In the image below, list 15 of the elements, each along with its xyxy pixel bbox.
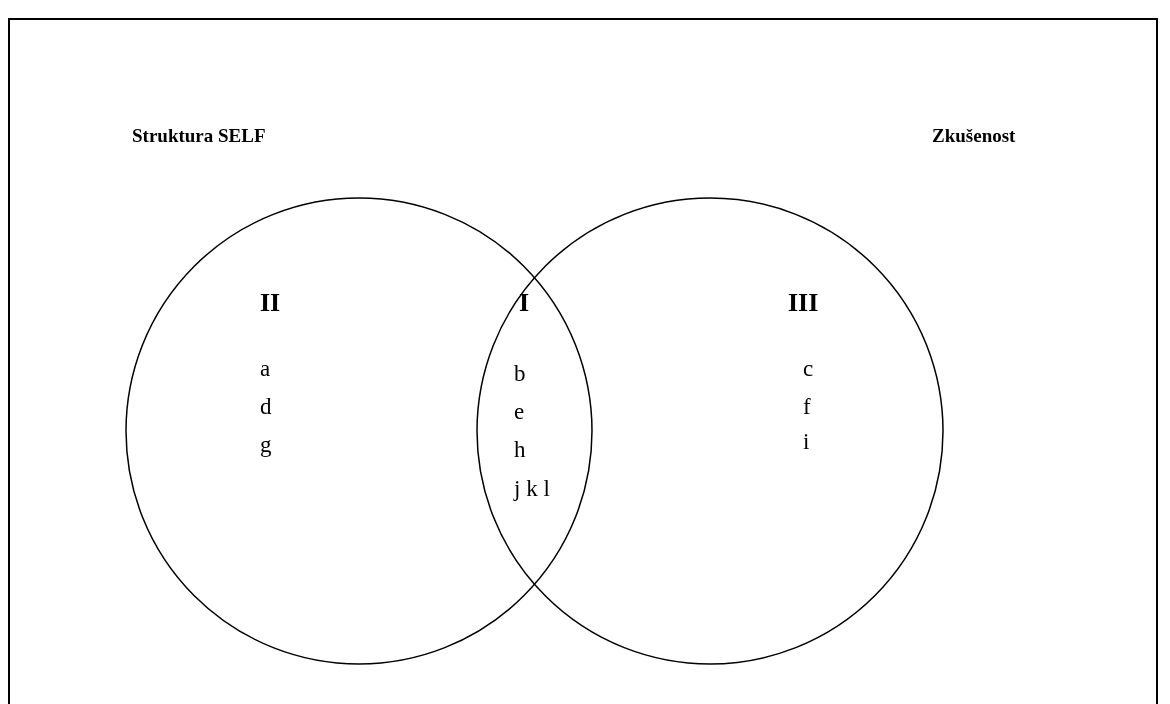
item-letter: g <box>260 433 272 456</box>
region-numeral: III <box>788 290 819 316</box>
item-letter: d <box>260 395 272 418</box>
item-letter: i <box>803 430 810 453</box>
item-letter: j k l <box>514 477 550 500</box>
region-numeral: I <box>519 290 530 316</box>
item-letter: a <box>260 357 271 380</box>
item-letter: f <box>803 395 811 418</box>
item-letter: b <box>514 362 526 385</box>
item-letter: c <box>803 357 814 380</box>
region-numeral: II <box>260 290 281 316</box>
set-heading: Zkušenost <box>932 125 1016 147</box>
item-letter: h <box>514 438 526 461</box>
set-heading: Struktura SELF <box>132 125 266 147</box>
item-letter: e <box>514 400 525 423</box>
